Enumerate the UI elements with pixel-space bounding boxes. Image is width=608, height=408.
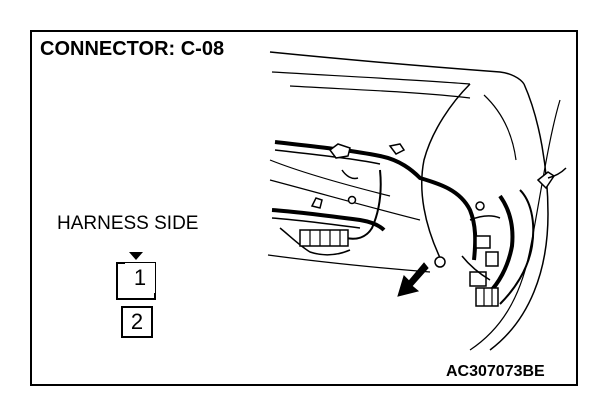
diagram-frame xyxy=(30,30,578,386)
pin-2-label: 2 xyxy=(130,309,144,334)
pin-1-label: 1 xyxy=(133,265,147,290)
pin-1: 1 xyxy=(125,263,155,293)
figure-code: AC307073BE xyxy=(446,363,545,380)
connector-key-mark xyxy=(129,252,143,260)
pin-2: 2 xyxy=(121,306,153,338)
harness-side-label: HARNESS SIDE xyxy=(57,213,199,234)
connector-title: CONNECTOR: C-08 xyxy=(40,38,225,60)
